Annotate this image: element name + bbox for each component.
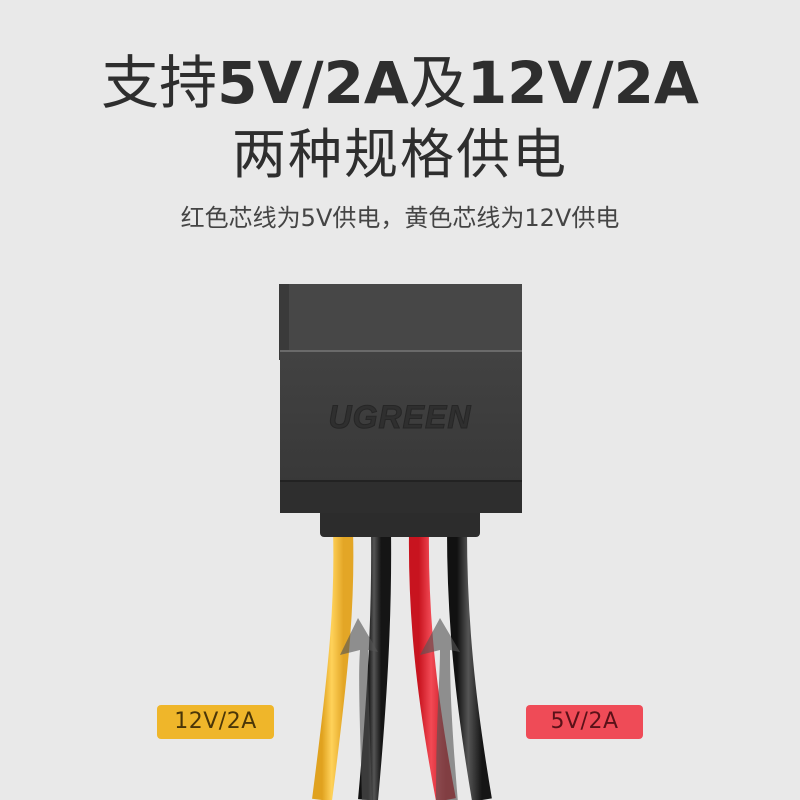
headline-prefix: 支持 xyxy=(101,49,218,117)
headline-conj: 及 xyxy=(408,49,467,117)
yellow-wire xyxy=(312,529,354,800)
black-wire-1 xyxy=(358,529,392,800)
headline: 支持5V/2A及12V/2A xyxy=(0,48,800,118)
headline-spec-12v: 12V/2A xyxy=(466,49,699,117)
headline-spec-5v: 5V/2A xyxy=(217,49,409,117)
arrow-5v-icon xyxy=(420,618,460,800)
up-arrow-icons xyxy=(340,618,460,800)
badge-12v: 12V/2A xyxy=(157,705,274,739)
subheadline: 两种规格供电 xyxy=(232,123,568,186)
caption: 红色芯线为5V供电，黄色芯线为12V供电 xyxy=(180,204,620,232)
connector: UGREEN xyxy=(279,284,522,537)
brand-logo: UGREEN xyxy=(329,399,472,435)
badge-5v: 5V/2A xyxy=(526,705,643,739)
arrow-12v-icon xyxy=(340,618,378,800)
wires xyxy=(312,529,492,800)
black-wire-2 xyxy=(447,529,492,800)
